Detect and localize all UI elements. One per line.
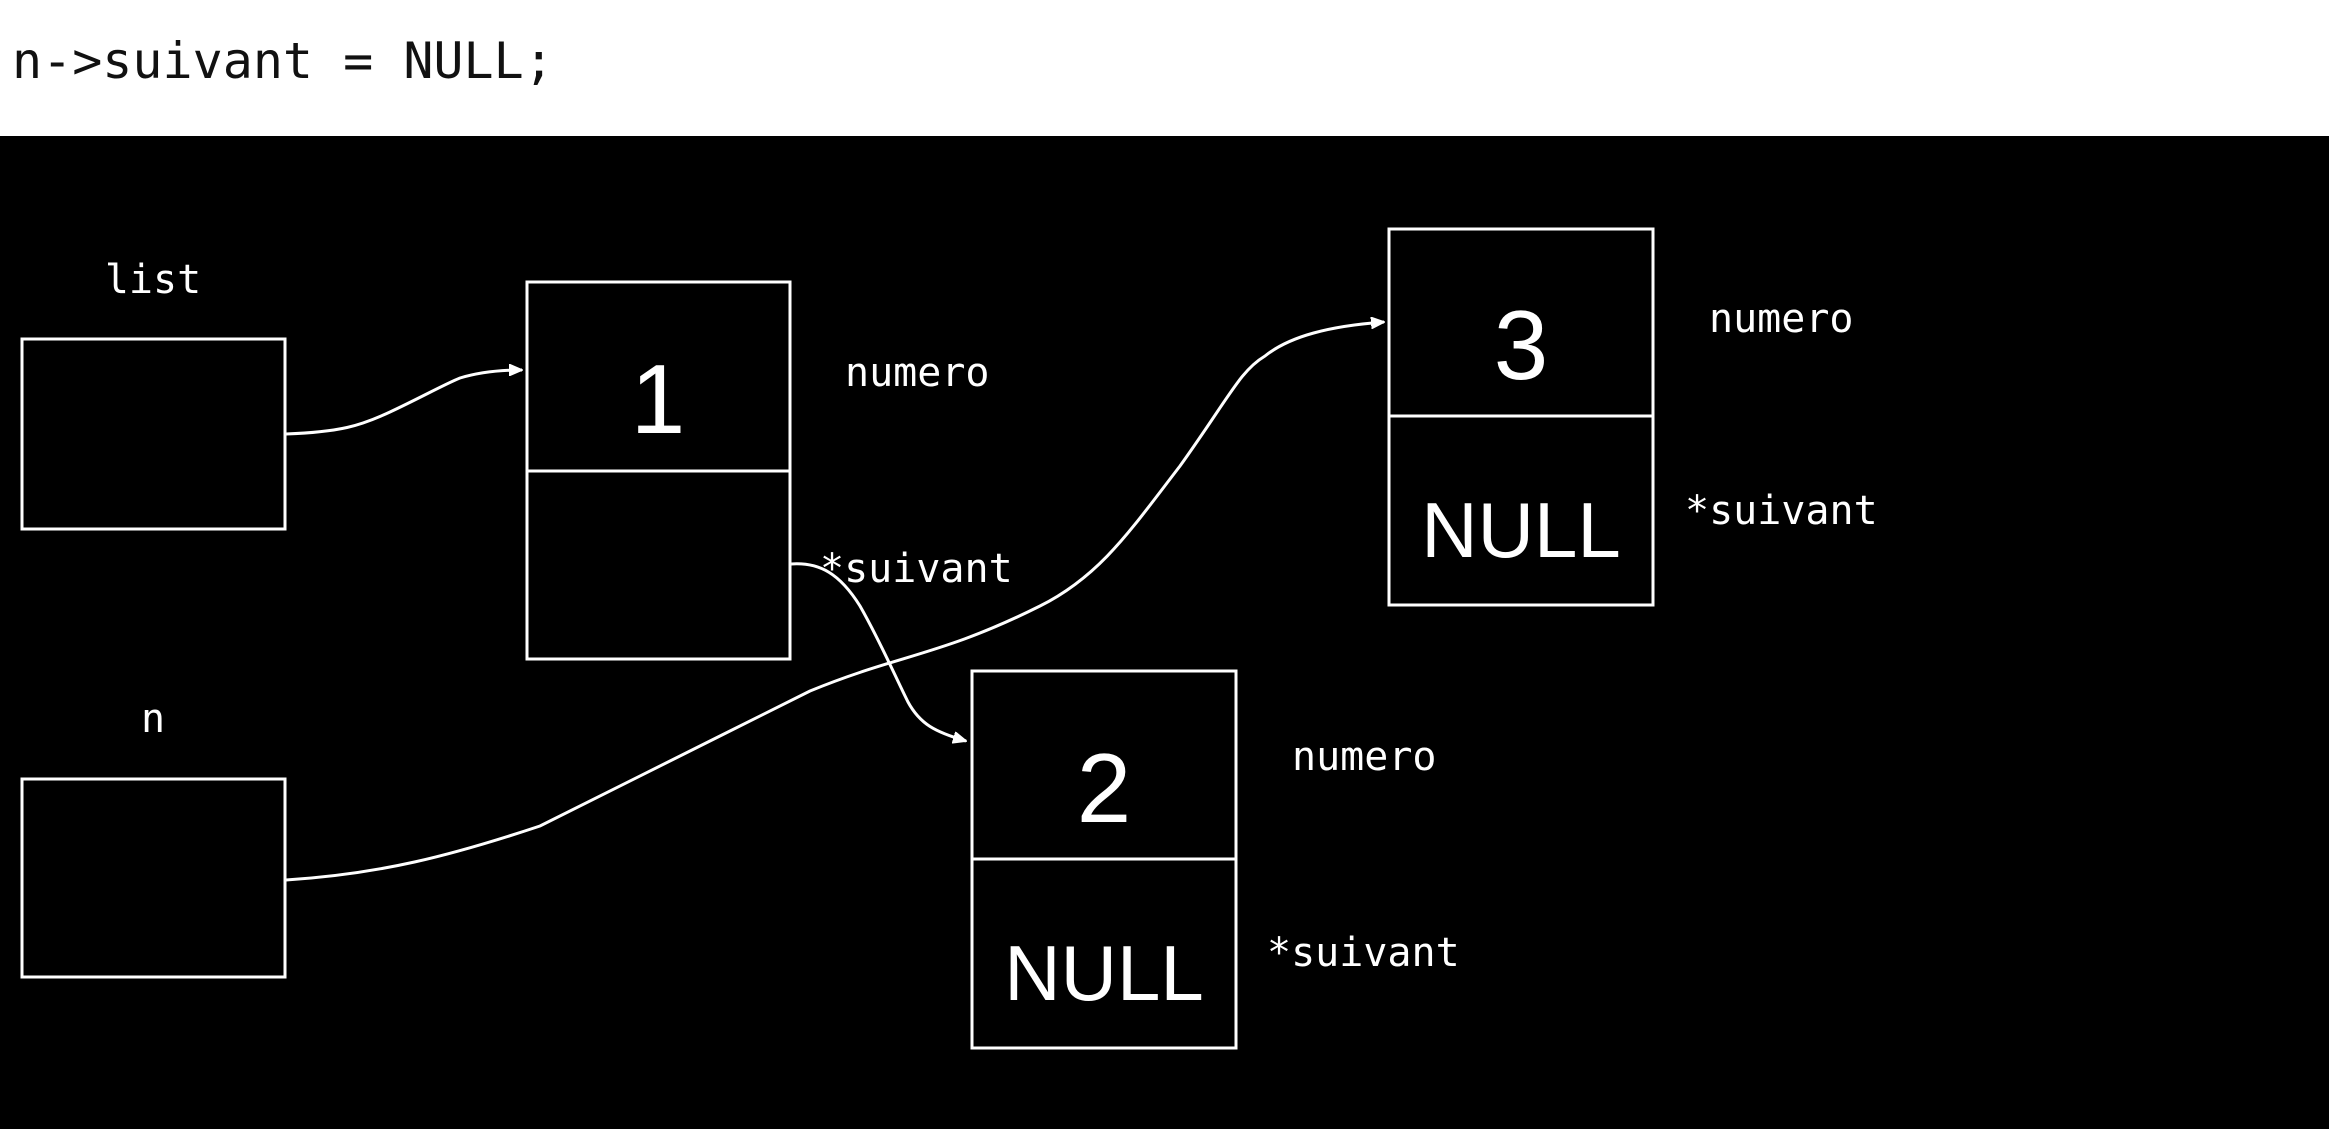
diagram-canvas: list n 1 numero *suivant 2 NULL numero *…: [0, 136, 2329, 1129]
node-2: 2 NULL numero *suivant: [970, 669, 1460, 1050]
node-1-field-suivant: *suivant: [820, 546, 1013, 592]
node-3: 3 NULL numero *suivant: [1387, 227, 1878, 607]
variable-n-label: n: [141, 696, 165, 742]
node-2-field-numero: numero: [1292, 734, 1437, 780]
node-1: 1 numero *suivant: [525, 280, 1013, 661]
pointer-list-to-node-1: [285, 370, 522, 436]
node-3-value: 3: [1494, 290, 1549, 400]
node-2-value: 2: [1077, 733, 1132, 843]
pointer-n-to-node-3: [285, 322, 1384, 882]
variable-list-label: list: [105, 257, 201, 303]
node-1-field-numero: numero: [845, 350, 990, 396]
pointer-node-1-to-node-2: [790, 562, 966, 741]
code-statement: n->suivant = NULL;: [12, 32, 554, 90]
node-1-value: 1: [631, 344, 686, 454]
node-2-next: NULL: [1004, 929, 1203, 1017]
node-3-field-numero: numero: [1709, 296, 1854, 342]
code-header: n->suivant = NULL;: [0, 0, 2329, 136]
node-2-field-suivant: *suivant: [1267, 930, 1460, 976]
variable-n-box: [20, 777, 287, 979]
node-3-field-suivant: *suivant: [1685, 488, 1878, 534]
linked-list-diagram: list n 1 numero *suivant 2 NULL numero *…: [20, 227, 1878, 1050]
variable-list-box: [20, 337, 287, 531]
node-3-next: NULL: [1421, 486, 1620, 574]
